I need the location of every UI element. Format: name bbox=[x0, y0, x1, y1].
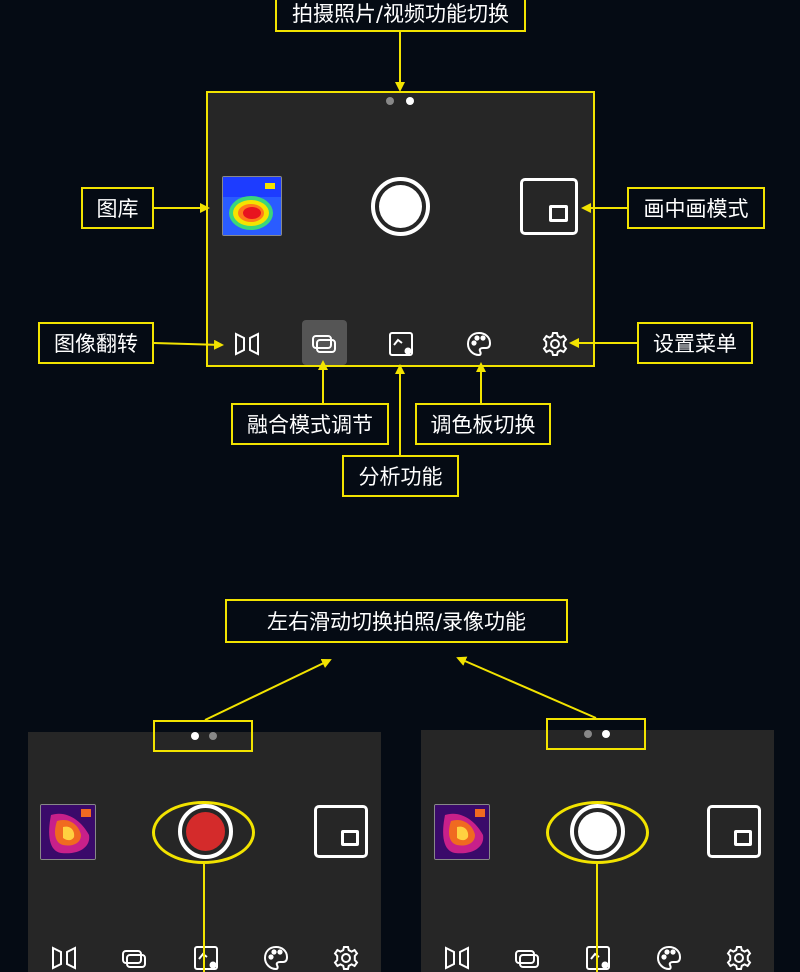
pip-mode-button[interactable] bbox=[707, 805, 761, 858]
gallery-thumbnail[interactable] bbox=[434, 804, 490, 860]
settings-gear-icon[interactable] bbox=[541, 330, 569, 358]
arrow-swipe-left bbox=[204, 658, 332, 721]
thermal-image-icon bbox=[435, 805, 489, 859]
fusion-mode-icon[interactable] bbox=[310, 329, 338, 357]
label-swipe: 左右滑动切换拍照/录像功能 bbox=[225, 599, 568, 643]
page-dot-2[interactable] bbox=[209, 732, 217, 740]
record-button-highlight bbox=[152, 801, 255, 864]
label-fusion: 融合模式调节 bbox=[231, 403, 389, 445]
active-tool-highlight bbox=[302, 320, 347, 365]
label-pip: 画中画模式 bbox=[627, 187, 765, 229]
flip-icon[interactable] bbox=[443, 944, 471, 972]
label-mode-switch: 拍摄照片/视频功能切换 bbox=[275, 0, 526, 32]
palette-icon[interactable] bbox=[262, 944, 290, 972]
settings-gear-icon[interactable] bbox=[725, 944, 753, 972]
pip-small-window bbox=[734, 830, 752, 846]
label-flip: 图像翻转 bbox=[38, 322, 154, 364]
page-dot-1[interactable] bbox=[386, 97, 394, 105]
page-indicator-box-right bbox=[546, 718, 646, 750]
fusion-mode-icon[interactable] bbox=[120, 944, 148, 972]
label-palette: 调色板切换 bbox=[415, 403, 551, 445]
shutter-button[interactable] bbox=[371, 177, 430, 236]
gallery-thumbnail[interactable] bbox=[40, 804, 96, 860]
page-dot-1[interactable] bbox=[584, 730, 592, 738]
flip-icon[interactable] bbox=[50, 944, 78, 972]
gallery-thumbnail[interactable] bbox=[222, 176, 282, 236]
thermal-image-icon bbox=[41, 805, 95, 859]
page-dot-2[interactable] bbox=[406, 97, 414, 105]
shutter-inner bbox=[379, 185, 422, 228]
page-dot-1[interactable] bbox=[191, 732, 199, 740]
pip-mode-button[interactable] bbox=[314, 805, 368, 858]
label-gallery: 图库 bbox=[81, 187, 154, 229]
flip-icon[interactable] bbox=[233, 330, 261, 358]
pip-small-window bbox=[549, 205, 568, 222]
analysis-icon[interactable] bbox=[192, 944, 220, 972]
label-settings: 设置菜单 bbox=[637, 322, 753, 364]
analysis-icon[interactable] bbox=[584, 944, 612, 972]
arrow-swipe-right bbox=[456, 656, 597, 719]
analysis-icon[interactable] bbox=[387, 330, 415, 358]
palette-icon[interactable] bbox=[465, 330, 493, 358]
fusion-mode-icon[interactable] bbox=[513, 944, 541, 972]
shutter-button-highlight bbox=[546, 801, 649, 864]
pip-mode-button[interactable] bbox=[520, 178, 578, 235]
palette-icon[interactable] bbox=[655, 944, 683, 972]
label-analysis: 分析功能 bbox=[342, 455, 459, 497]
page-dot-2[interactable] bbox=[602, 730, 610, 738]
settings-gear-icon[interactable] bbox=[332, 944, 360, 972]
pip-small-window bbox=[341, 830, 359, 846]
thermal-image-icon bbox=[223, 177, 281, 235]
page-indicator-box-left bbox=[153, 720, 253, 752]
